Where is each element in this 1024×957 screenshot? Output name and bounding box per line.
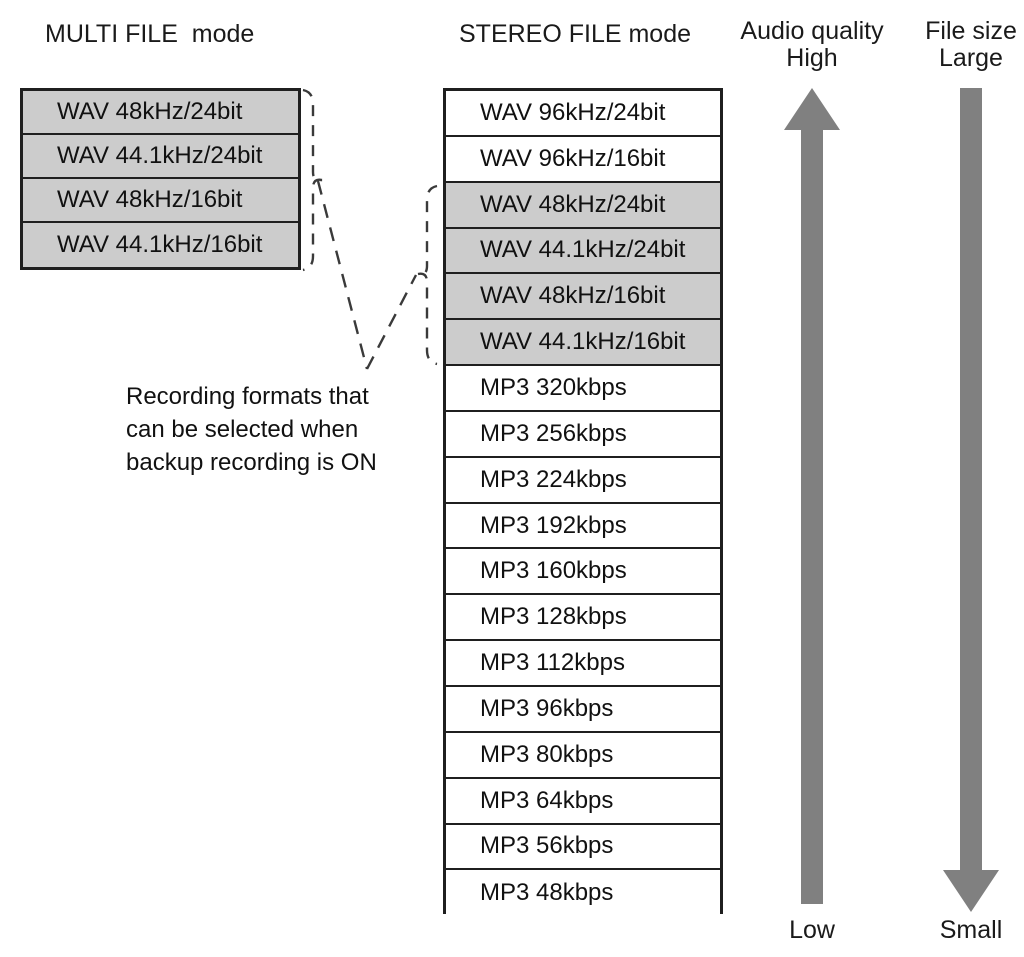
stereo-format-row-label: MP3 224kbps	[480, 465, 627, 493]
stereo-table-bracket-upper	[417, 184, 438, 276]
stereo-format-row-label: WAV 44.1kHz/16bit	[480, 328, 686, 356]
stereo-format-row-label: MP3 96kbps	[480, 694, 614, 722]
stereo-format-row[interactable]: MP3 48kbps	[446, 870, 720, 917]
multi-format-row-label: WAV 48kHz/16bit	[57, 186, 243, 213]
stereo-format-row[interactable]: WAV 48kHz/24bit	[446, 182, 720, 229]
stereo-format-row[interactable]: MP3 96kbps	[446, 686, 720, 733]
multi-format-row[interactable]: WAV 48kHz/16bit	[23, 179, 298, 223]
stereo-format-row[interactable]: MP3 224kbps	[446, 457, 720, 504]
stereo-format-row[interactable]: MP3 128kbps	[446, 595, 720, 642]
multi-table-bracket-lower	[302, 178, 323, 272]
stereo-format-row[interactable]: MP3 112kbps	[446, 641, 720, 687]
multi-format-row-label: WAV 44.1kHz/24bit	[57, 142, 263, 169]
stereo-format-row-label: MP3 192kbps	[480, 511, 627, 539]
audio-quality-title: Audio quality	[740, 17, 884, 45]
stereo-format-row-label: WAV 48kHz/24bit	[480, 190, 666, 218]
stereo-format-row[interactable]: WAV 48kHz/16bit	[446, 274, 720, 321]
stereo-format-row[interactable]: WAV 96kHz/24bit	[446, 91, 720, 137]
stereo-format-row-label: WAV 44.1kHz/24bit	[480, 236, 686, 264]
multi-format-row[interactable]: WAV 48kHz/24bit	[23, 91, 298, 135]
multi-format-row[interactable]: WAV 44.1kHz/24bit	[23, 135, 298, 179]
backup-recording-annotation: Recording formats that can be selected w…	[126, 380, 446, 479]
stereo-format-row-label: MP3 160kbps	[480, 557, 627, 585]
multi-format-row-label: WAV 48kHz/24bit	[57, 98, 243, 125]
leader-line-left	[316, 180, 369, 370]
stereo-format-row[interactable]: MP3 192kbps	[446, 503, 720, 550]
annotation-line-2: can be selected when	[126, 416, 359, 444]
stereo-format-row[interactable]: MP3 80kbps	[446, 732, 720, 779]
file-size-title: File size	[925, 17, 1017, 45]
stereo-format-row[interactable]: MP3 320kbps	[446, 366, 720, 412]
stereo-table-bracket-lower	[417, 272, 438, 366]
leader-line-right	[365, 274, 418, 370]
down-arrow-icon	[943, 88, 999, 912]
stereo-file-mode-header: STEREO FILE mode	[459, 20, 692, 48]
stereo-format-row[interactable]: WAV 96kHz/16bit	[446, 136, 720, 183]
stereo-format-row-label: MP3 320kbps	[480, 373, 627, 401]
stereo-format-row[interactable]: MP3 160kbps	[446, 549, 720, 596]
audio-quality-top-label: High	[786, 44, 838, 72]
stereo-format-row-label: WAV 96kHz/16bit	[480, 144, 666, 172]
stereo-format-row[interactable]: MP3 256kbps	[446, 411, 720, 458]
stereo-format-row[interactable]: WAV 44.1kHz/16bit	[446, 320, 720, 367]
annotation-line-1: Recording formats that	[126, 383, 369, 410]
up-arrow-icon	[784, 88, 840, 904]
multi-file-mode-header: MULTI FILE mode	[45, 20, 255, 48]
multi-format-row[interactable]: WAV 44.1kHz/16bit	[23, 223, 298, 267]
stereo-format-row-label: WAV 48kHz/16bit	[480, 282, 666, 310]
stereo-format-row-label: MP3 56kbps	[480, 832, 614, 860]
stereo-format-row-label: MP3 80kbps	[480, 740, 614, 768]
stereo-format-row-label: MP3 112kbps	[480, 649, 625, 677]
stereo-format-row[interactable]: MP3 64kbps	[446, 778, 720, 825]
stereo-format-row[interactable]: WAV 44.1kHz/24bit	[446, 228, 720, 275]
file-size-top-label: Large	[939, 44, 1003, 72]
multi-format-row-label: WAV 44.1kHz/16bit	[57, 231, 263, 258]
stereo-format-row-label: MP3 256kbps	[480, 419, 627, 447]
annotation-line-3: backup recording is ON	[126, 449, 377, 477]
audio-quality-bottom-label: Low	[789, 916, 835, 944]
file-size-axis: File size Large	[871, 18, 1024, 72]
stereo-format-row[interactable]: MP3 56kbps	[446, 824, 720, 871]
multi-table-bracket-upper	[302, 88, 323, 182]
stereo-format-row-label: MP3 128kbps	[480, 603, 627, 631]
file-size-bottom-label: Small	[939, 916, 1003, 944]
audio-quality-axis: Audio quality High	[712, 18, 912, 72]
stereo-format-row-label: WAV 96kHz/24bit	[480, 98, 666, 126]
stereo-format-row-label: MP3 64kbps	[480, 786, 614, 814]
stereo-format-row-label: MP3 48kbps	[480, 879, 614, 907]
